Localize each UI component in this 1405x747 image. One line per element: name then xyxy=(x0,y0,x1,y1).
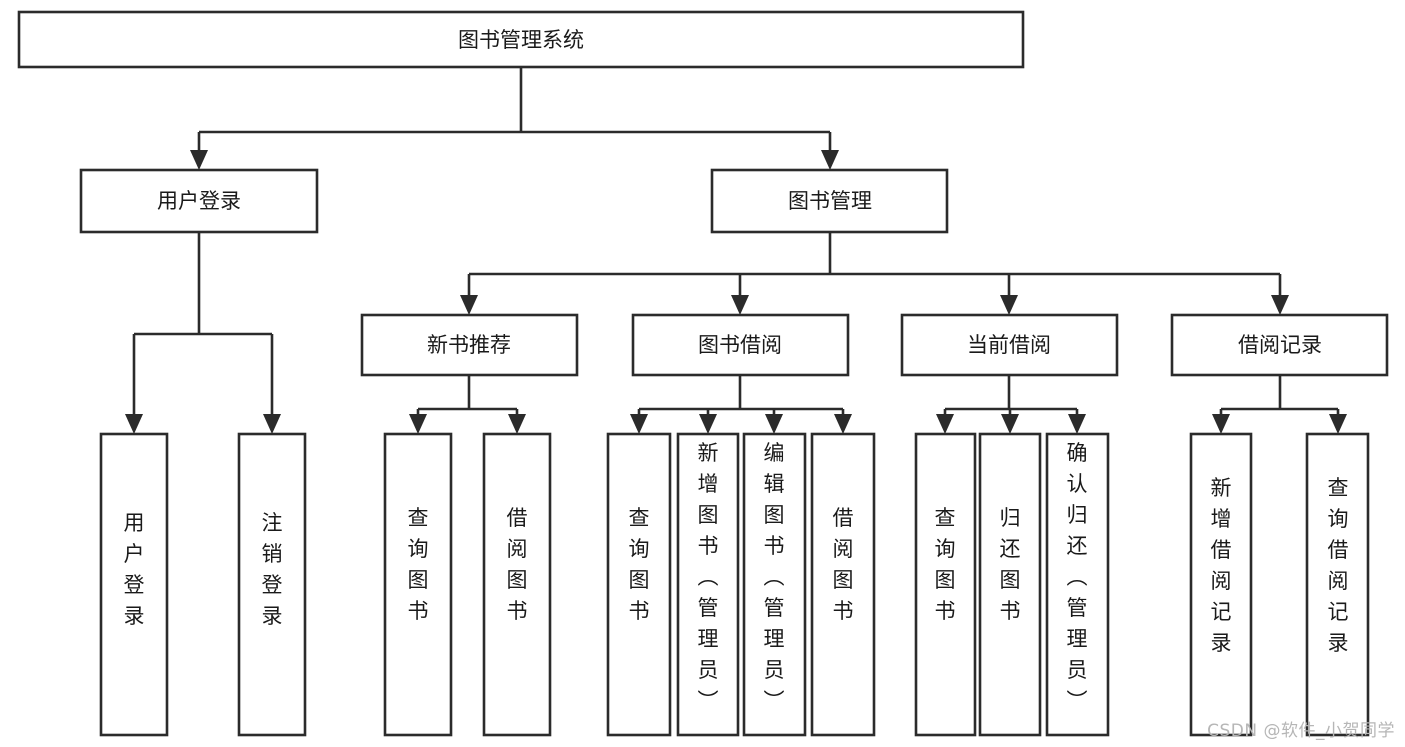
connector-book-management-to-level2 xyxy=(460,232,1289,315)
node-leaf-query-borrow-record-box[interactable] xyxy=(1305,432,1370,737)
arrow-head-leaf-add-borrow-record xyxy=(1212,414,1230,434)
node-book-management[interactable]: 图书管理 xyxy=(710,168,949,234)
node-leaf-borrow-book-recommend[interactable]: 借阅图书 xyxy=(482,432,552,737)
node-book-management-box[interactable] xyxy=(710,168,949,234)
node-borrow-record[interactable]: 借阅记录 xyxy=(1170,313,1389,377)
arrow-head-leaf-user-login xyxy=(125,414,143,434)
arrow-head-leaf-query-book-current xyxy=(936,414,954,434)
arrow-head-new-book-recommend xyxy=(460,295,478,315)
node-leaf-return-book-label: 归还图书 xyxy=(1000,506,1021,623)
connector-new-book-recommend-to-leaves xyxy=(409,375,526,434)
node-leaf-borrow-book-recommend-box[interactable] xyxy=(482,432,552,737)
node-leaf-query-book-recommend[interactable]: 查询图书 xyxy=(383,432,453,737)
node-root-box[interactable] xyxy=(17,10,1025,69)
node-leaf-query-book-current-box[interactable] xyxy=(914,432,977,737)
node-leaf-query-book-borrow-box[interactable] xyxy=(606,432,672,737)
csdn-watermark: CSDN @软件_小贺同学 xyxy=(1207,721,1395,741)
node-root[interactable]: 图书管理系统 xyxy=(17,10,1025,69)
arrow-head-leaf-logout xyxy=(263,414,281,434)
node-leaf-query-borrow-record[interactable]: 查询借阅记录 xyxy=(1305,432,1370,737)
arrow-head-leaf-borrow-book xyxy=(834,414,852,434)
connector-current-borrow-to-leaves xyxy=(936,375,1086,434)
node-leaf-logout[interactable]: 注销登录 xyxy=(237,432,307,737)
arrow-head-leaf-edit-book-admin xyxy=(765,414,783,434)
node-leaf-query-book-current[interactable]: 查询图书 xyxy=(914,432,977,737)
node-book-borrow[interactable]: 图书借阅 xyxy=(631,313,850,377)
node-book-management-label: 图书管理 xyxy=(788,189,872,213)
arrow-head-book-borrow xyxy=(731,295,749,315)
node-leaf-confirm-return-admin-box[interactable] xyxy=(1045,432,1110,737)
node-leaf-borrow-book-box[interactable] xyxy=(810,432,876,737)
node-leaf-add-borrow-record[interactable]: 新增借阅记录 xyxy=(1189,432,1253,737)
node-user-login-box[interactable] xyxy=(79,168,319,234)
node-leaf-return-book[interactable]: 归还图书 xyxy=(978,432,1042,737)
node-leaf-borrow-book[interactable]: 借阅图书 xyxy=(810,432,876,737)
node-leaf-user-login[interactable]: 用户登录 xyxy=(99,432,169,737)
node-leaf-confirm-return-admin[interactable]: 确认归还︵管理员︶ xyxy=(1045,432,1110,737)
node-new-book-recommend[interactable]: 新书推荐 xyxy=(360,313,579,377)
node-leaf-edit-book-admin-box[interactable] xyxy=(742,432,807,737)
node-leaf-edit-book-admin-label: 编辑图书︵管理员︶ xyxy=(764,441,785,713)
connector-book-borrow-to-leaves xyxy=(630,375,852,434)
node-leaf-logout-label: 注销登录 xyxy=(262,511,283,628)
arrow-head-current-borrow xyxy=(1000,295,1018,315)
arrow-head-leaf-borrow-book-recommend xyxy=(508,414,526,434)
node-leaf-user-login-box[interactable] xyxy=(99,432,169,737)
node-current-borrow[interactable]: 当前借阅 xyxy=(900,313,1119,377)
node-new-book-recommend-box[interactable] xyxy=(360,313,579,377)
connector-borrow-record-to-leaves xyxy=(1212,375,1347,434)
connector-user-login-to-leaves xyxy=(125,232,281,434)
node-leaf-query-borrow-record-label: 查询借阅记录 xyxy=(1328,476,1349,655)
node-borrow-record-box[interactable] xyxy=(1170,313,1389,377)
node-borrow-record-label: 借阅记录 xyxy=(1238,333,1322,357)
arrow-head-leaf-query-borrow-record xyxy=(1329,414,1347,434)
node-leaf-edit-book-admin[interactable]: 编辑图书︵管理员︶ xyxy=(742,432,807,737)
node-leaf-query-book-current-label: 查询图书 xyxy=(935,506,956,623)
node-leaf-return-book-box[interactable] xyxy=(978,432,1042,737)
node-leaf-query-book-borrow[interactable]: 查询图书 xyxy=(606,432,672,737)
node-leaf-borrow-book-recommend-label: 借阅图书 xyxy=(507,506,528,623)
node-leaf-add-book-admin-box[interactable] xyxy=(676,432,740,737)
arrow-head-leaf-add-book-admin xyxy=(699,414,717,434)
arrow-head-borrow-record xyxy=(1271,295,1289,315)
arrow-head-leaf-query-book-recommend xyxy=(409,414,427,434)
arrow-head-leaf-return-book xyxy=(1001,414,1019,434)
node-leaf-add-borrow-record-box[interactable] xyxy=(1189,432,1253,737)
node-book-borrow-box[interactable] xyxy=(631,313,850,377)
arrow-head-leaf-query-book-borrow xyxy=(630,414,648,434)
node-leaf-add-book-admin[interactable]: 新增图书︵管理员︶ xyxy=(676,432,740,737)
node-current-borrow-box[interactable] xyxy=(900,313,1119,377)
node-current-borrow-label: 当前借阅 xyxy=(967,333,1051,357)
node-leaf-query-book-recommend-label: 查询图书 xyxy=(408,506,429,623)
arrow-head-book-management xyxy=(821,150,839,170)
connector-root-to-level1 xyxy=(190,67,839,170)
node-leaf-query-book-borrow-label: 查询图书 xyxy=(629,506,650,623)
node-new-book-recommend-label: 新书推荐 xyxy=(427,333,511,357)
node-leaf-logout-box[interactable] xyxy=(237,432,307,737)
node-book-borrow-label: 图书借阅 xyxy=(698,333,782,357)
node-root-label: 图书管理系统 xyxy=(458,28,584,52)
node-leaf-user-login-label: 用户登录 xyxy=(124,511,145,628)
node-leaf-borrow-book-label: 借阅图书 xyxy=(833,506,854,623)
node-leaf-add-borrow-record-label: 新增借阅记录 xyxy=(1211,476,1232,655)
arrow-head-user-login xyxy=(190,150,208,170)
arrow-head-leaf-confirm-return-admin xyxy=(1068,414,1086,434)
node-leaf-query-book-recommend-box[interactable] xyxy=(383,432,453,737)
node-user-login[interactable]: 用户登录 xyxy=(79,168,319,234)
node-user-login-label: 用户登录 xyxy=(157,189,241,213)
node-leaf-add-book-admin-label: 新增图书︵管理员︶ xyxy=(698,441,719,713)
node-leaf-confirm-return-admin-label: 确认归还︵管理员︶ xyxy=(1067,441,1088,713)
